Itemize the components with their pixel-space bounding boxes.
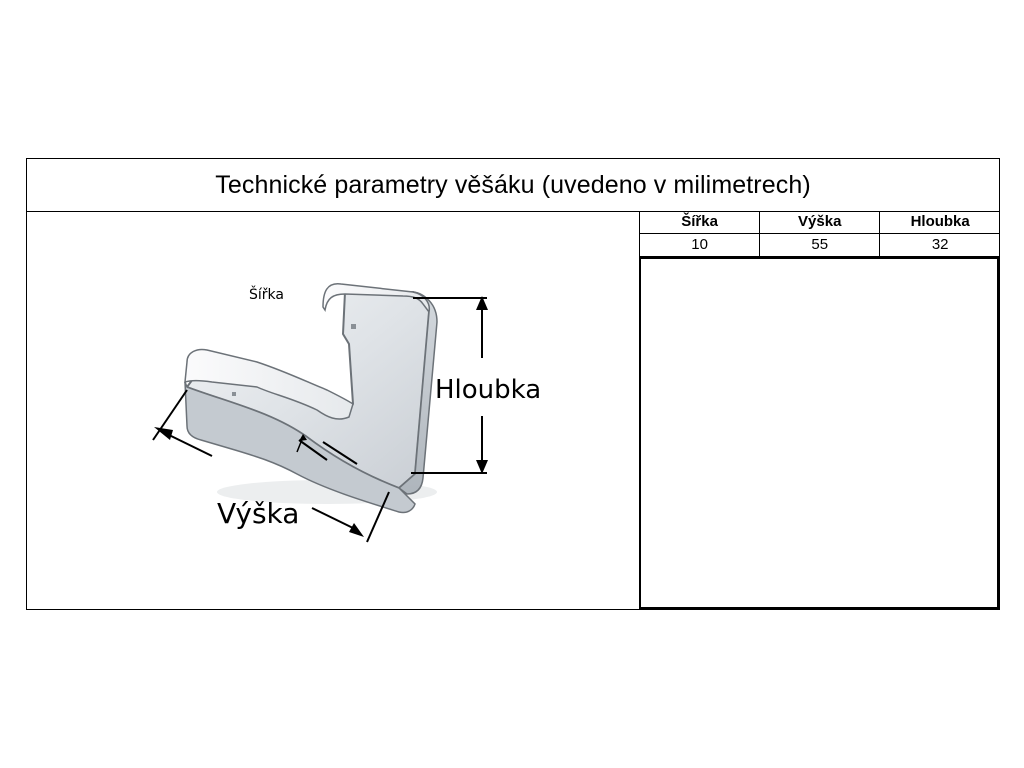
value-depth: 32: [879, 233, 1000, 257]
dimension-lines: [152, 296, 488, 543]
height-label: Výška: [217, 497, 299, 530]
width-label: Šířka: [249, 285, 284, 303]
header-width: Šířka: [638, 211, 761, 234]
hanger-diagram-svg: Šířka Hloubka Výška: [152, 283, 541, 543]
empty-panel: [639, 257, 999, 609]
depth-label: Hloubka: [435, 375, 541, 405]
header-depth: Hloubka: [879, 211, 1000, 234]
header-height: Výška: [759, 211, 881, 234]
value-height: 55: [759, 233, 881, 257]
table-header-row: Šířka Výška Hloubka: [638, 211, 1000, 234]
hanger-shape: [184, 283, 438, 514]
page-title: Technické parametry věšáku (uvedeno v mi…: [27, 159, 999, 212]
parameters-table: Šířka Výška Hloubka 10 55 32: [638, 211, 1000, 257]
hanger-illustration: Šířka Hloubka Výška: [27, 212, 639, 609]
spec-sheet-frame: Technické parametry věšáku (uvedeno v mi…: [26, 158, 1000, 610]
table-row: 10 55 32: [638, 233, 1000, 257]
value-width: 10: [638, 233, 761, 257]
